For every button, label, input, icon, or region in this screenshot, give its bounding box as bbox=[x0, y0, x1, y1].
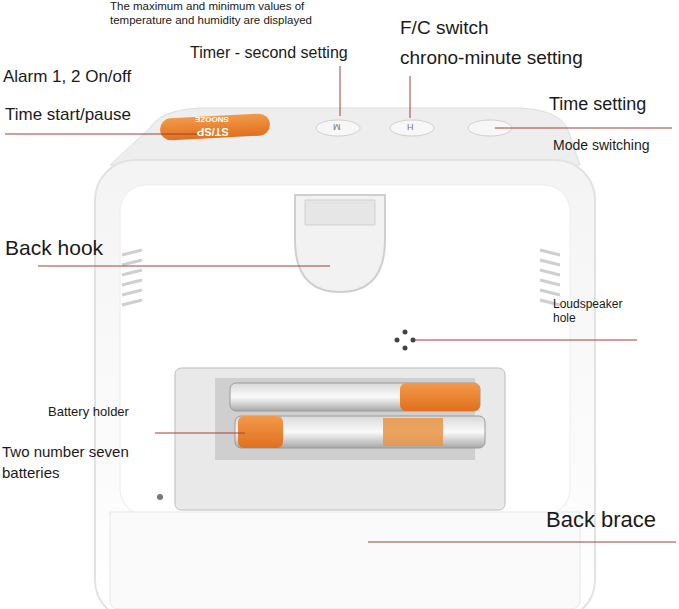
left-vent bbox=[122, 250, 142, 305]
battery-band bbox=[400, 383, 480, 411]
part-label: Loudspeaker hole bbox=[553, 297, 635, 326]
part-label: Time start/pause bbox=[5, 105, 131, 125]
battery bbox=[235, 416, 485, 448]
part-label: Back brace bbox=[546, 507, 656, 533]
battery-compartment bbox=[175, 368, 505, 510]
part-label: F/C switch bbox=[400, 17, 489, 40]
part-label: Two number seven batteries bbox=[2, 441, 162, 483]
part-label: chrono-minute setting bbox=[400, 47, 583, 70]
battery bbox=[230, 383, 480, 411]
battery-band bbox=[238, 416, 283, 448]
right-vent bbox=[540, 250, 560, 305]
button-text: ST/SP bbox=[197, 125, 229, 138]
clock-top bbox=[110, 108, 580, 165]
part-label: Alarm 1, 2 On/off bbox=[3, 67, 131, 87]
battery-band bbox=[383, 418, 443, 446]
screw bbox=[157, 494, 163, 500]
note-label: The maximum and minimum values of temper… bbox=[110, 0, 342, 28]
part-label: Timer - second setting bbox=[190, 43, 348, 62]
button-text: H bbox=[407, 121, 414, 132]
part-label: Time setting bbox=[549, 94, 646, 116]
back-panel bbox=[120, 185, 570, 515]
back-hook bbox=[295, 195, 385, 292]
part-label: Mode switching bbox=[553, 137, 650, 154]
button bbox=[390, 120, 434, 136]
button-text: SNOOZE bbox=[195, 114, 229, 124]
leader-lines bbox=[5, 66, 676, 542]
speaker-holes bbox=[395, 330, 416, 351]
button-text: M bbox=[333, 121, 341, 132]
back-brace bbox=[110, 512, 580, 609]
part-label: Back hook bbox=[5, 235, 103, 260]
hook-slot bbox=[305, 200, 375, 225]
snooze-button bbox=[159, 113, 270, 141]
part-label: Battery holder bbox=[48, 404, 129, 420]
button bbox=[316, 120, 360, 136]
